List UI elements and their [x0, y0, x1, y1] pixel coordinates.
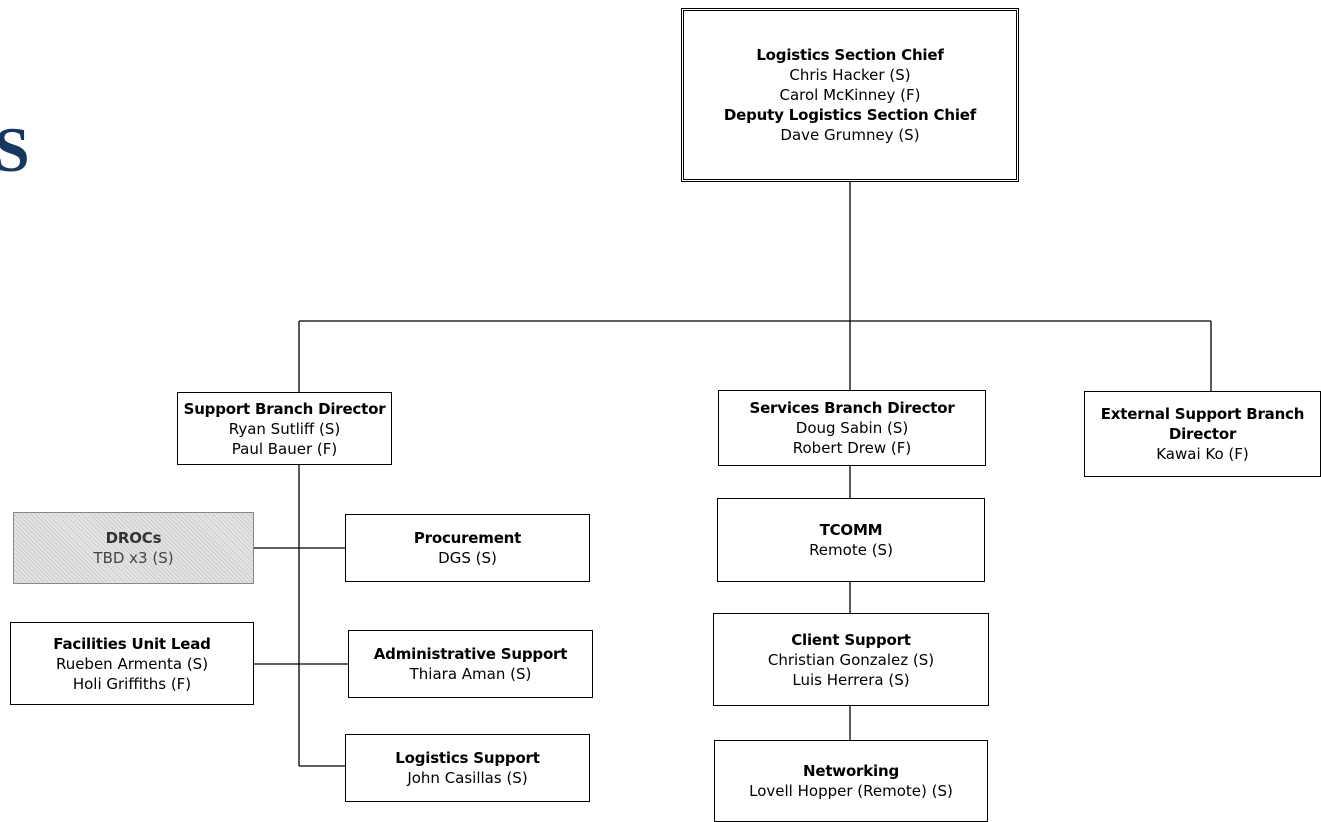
section-chief-title: Logistics Section Chief	[756, 46, 944, 64]
logistics-support-title: Logistics Support	[395, 749, 540, 767]
logo-fragment: S	[0, 114, 30, 185]
admin-support-title: Administrative Support	[373, 645, 568, 663]
networking-person-1: Lovell Hopper (Remote) (S)	[749, 782, 953, 800]
external-branch-box: External Support Branch Director Kawai K…	[1084, 391, 1321, 477]
external-branch-person-1: Kawai Ko (F)	[1156, 445, 1249, 463]
client-support-box: Client Support Christian Gonzalez (S) Lu…	[713, 613, 989, 706]
external-branch-title: External Support Branch Director	[1100, 405, 1305, 443]
networking-title: Networking	[803, 762, 899, 780]
facilities-person-1: Rueben Armenta (S)	[55, 654, 209, 673]
logistics-support-box: Logistics Support John Casillas (S)	[345, 734, 590, 802]
drocs-title: DROCs	[105, 529, 162, 547]
support-branch-title: Support Branch Director	[183, 399, 386, 418]
procurement-person-1: DGS (S)	[438, 549, 497, 567]
facilities-title: Facilities Unit Lead	[53, 634, 211, 653]
section-chief-person-1: Chris Hacker (S)	[789, 66, 911, 84]
procurement-box: Procurement DGS (S)	[345, 514, 590, 582]
facilities-person-2: Holi Griffiths (F)	[72, 674, 192, 693]
support-branch-person-1: Ryan Sutliff (S)	[228, 419, 341, 438]
deputy-chief-person-1: Dave Grumney (S)	[780, 126, 920, 144]
section-chief-person-2: Carol McKinney (F)	[779, 86, 921, 104]
client-support-person-1: Christian Gonzalez (S)	[767, 650, 935, 669]
drocs-box: DROCs TBD x3 (S)	[13, 512, 254, 584]
admin-support-person-1: Thiara Aman (S)	[409, 665, 532, 683]
networking-box: Networking Lovell Hopper (Remote) (S)	[714, 740, 988, 822]
drocs-person-1: TBD x3 (S)	[93, 549, 174, 567]
section-chief-box: Logistics Section Chief Chris Hacker (S)…	[681, 8, 1019, 182]
tcomm-box: TCOMM Remote (S)	[717, 498, 985, 582]
logistics-support-person-1: John Casillas (S)	[407, 769, 528, 787]
client-support-title: Client Support	[791, 630, 911, 649]
services-branch-title: Services Branch Director	[749, 399, 955, 417]
procurement-title: Procurement	[413, 529, 522, 547]
admin-support-box: Administrative Support Thiara Aman (S)	[348, 630, 593, 698]
deputy-chief-title: Deputy Logistics Section Chief	[723, 106, 977, 124]
support-branch-box: Support Branch Director Ryan Sutliff (S)…	[177, 392, 392, 465]
support-branch-person-2: Paul Bauer (F)	[231, 439, 338, 458]
services-branch-person-1: Doug Sabin (S)	[795, 419, 909, 437]
services-branch-box: Services Branch Director Doug Sabin (S) …	[718, 390, 986, 466]
tcomm-person-1: Remote (S)	[809, 541, 893, 559]
client-support-person-2: Luis Herrera (S)	[792, 670, 910, 689]
services-branch-person-2: Robert Drew (F)	[792, 439, 912, 457]
tcomm-title: TCOMM	[819, 521, 883, 539]
facilities-box: Facilities Unit Lead Rueben Armenta (S) …	[10, 622, 254, 705]
